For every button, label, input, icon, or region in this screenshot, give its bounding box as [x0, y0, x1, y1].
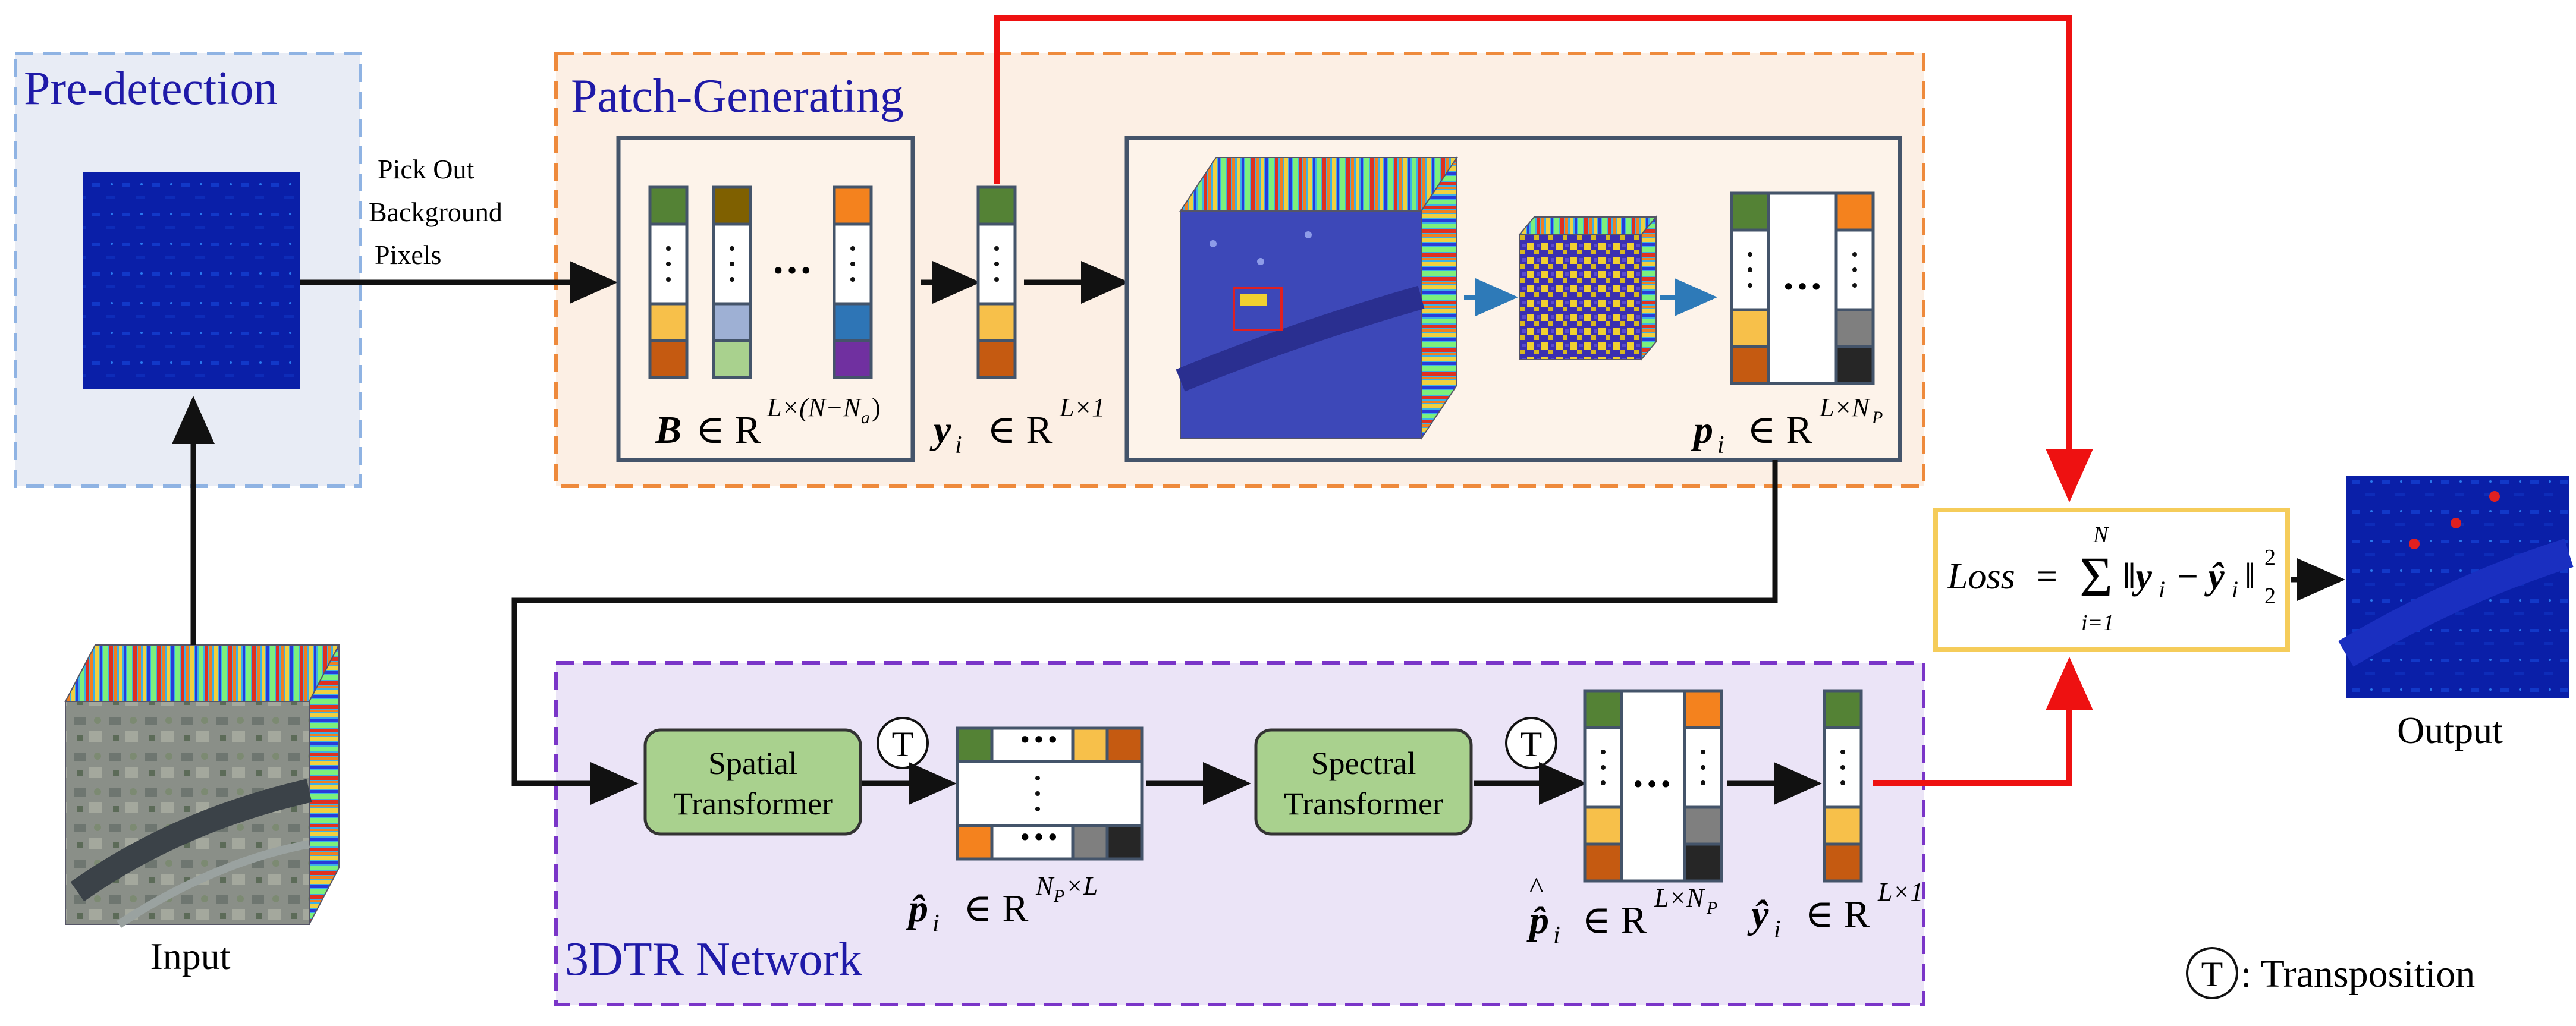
phat-sup-end: ×L [1066, 871, 1098, 901]
b-vector-1 [648, 185, 689, 379]
predetection-section: Pre-detection [14, 52, 362, 488]
phathat-sup: L×N [1654, 883, 1705, 912]
p-sup-sub: P [1871, 408, 1883, 427]
hyperspectral-cube [1176, 155, 1458, 441]
arrow-label-line-2: Background [369, 197, 502, 227]
arrow-label-line-1: Pick Out [378, 154, 475, 184]
output-image [2338, 476, 2574, 698]
loss-norm-sub: 2 [2264, 584, 2276, 609]
loss-box [1933, 508, 2290, 652]
predetection-map-image [83, 172, 300, 389]
phathat-rel: ∈ R [1582, 899, 1647, 942]
network-title: 3DTR Network [565, 933, 862, 986]
p-base: p [1691, 408, 1713, 452]
b-rel: ∈ R [696, 408, 761, 452]
y-sub: i [955, 432, 962, 459]
p-dots: ··· [1782, 264, 1823, 310]
legend-text: : Transposition [2241, 952, 2475, 996]
phat-sup-sub: P [1053, 886, 1064, 906]
transpose-symbol-2: T [1505, 717, 1557, 769]
yhat-base: ŷ [1747, 893, 1769, 936]
patch-cube [1518, 215, 1658, 361]
transpose-symbol-1: T [877, 717, 929, 769]
phathat-extra-hat: ^ [1529, 871, 1543, 904]
loss-eq: = [2037, 556, 2057, 597]
phat-dots-bottom: ··· [1018, 814, 1060, 860]
loss-norm-end: ‖ [2245, 556, 2255, 597]
y-math-label: y i ∈ R L×1 [929, 393, 1105, 459]
legend-symbol: T [2201, 955, 2223, 994]
phathat-sub: i [1553, 922, 1560, 949]
loss-body: ‖y [2123, 556, 2152, 597]
phat-math-label: p̂ i ∈ R N P ×L [906, 871, 1098, 937]
b-vector-2 [712, 185, 752, 379]
loss-formula: Loss = Σ N i=1 ‖y i − ŷ i ‖ 2 2 [1947, 523, 2276, 635]
target-patch-highlight [1233, 287, 1283, 331]
spectral-transformer-line-1: Spectral [1311, 745, 1416, 781]
yhat-rel: ∈ R [1805, 893, 1870, 936]
loss-lhs: Loss [1947, 556, 2015, 597]
yhat-vector-glyph [1823, 689, 1863, 883]
spatial-transformer-line-2: Transformer [673, 786, 833, 822]
yhat-sub: i [1774, 916, 1781, 943]
spectral-transformer-line-2: Transformer [1284, 786, 1443, 822]
b-base: B [655, 408, 681, 452]
phathat-math-label: p̂ ^ i ∈ R L×N P [1526, 871, 1717, 949]
phathat-col-1 [1583, 689, 1623, 883]
phathat-base: p̂ [1526, 899, 1549, 942]
y-sup: L×1 [1059, 393, 1105, 422]
arrow-label-line-3: Pixels [375, 240, 441, 270]
patch-generating-title: Patch-Generating [571, 70, 904, 122]
phat-matrix-glyph: ··· ··· [956, 717, 1144, 861]
loss-sub2: i [2232, 576, 2238, 603]
p-sup: L×N [1819, 393, 1871, 422]
loss-sum-top: N [2093, 523, 2110, 547]
loss-exp: 2 [2264, 545, 2276, 570]
phat-sub: i [932, 910, 940, 937]
y-vector-glyph [976, 185, 1017, 379]
b-math-label: B ∈ R L×(N−N a ) [655, 393, 881, 452]
input-label: Input [150, 935, 230, 977]
red-arrow-yhat-to-loss [1873, 657, 2093, 786]
spectral-transformer: Spectral Transformer [1254, 728, 1473, 836]
p-col-2 [1834, 191, 1875, 385]
p-math-label: p i ∈ R L×N P [1691, 393, 1883, 459]
p-col-1 [1730, 191, 1770, 385]
b-sup: L×(N−N [766, 393, 862, 422]
transpose-letter-1: T [892, 725, 914, 764]
p-matrix-glyph: ··· [1730, 191, 1875, 385]
y-base: y [929, 408, 951, 452]
phat-base: p̂ [906, 887, 928, 930]
p-rel: ∈ R [1747, 408, 1812, 452]
arrow-patch-to-network [511, 460, 1778, 805]
phathat-dots: ··· [1631, 761, 1673, 807]
loss-sub: i [2159, 576, 2165, 603]
yhat-sup: L×1 [1877, 877, 1923, 907]
phathat-matrix-glyph: ··· [1583, 689, 1723, 883]
b-sup-end: ) [872, 393, 881, 422]
p-sub: i [1717, 432, 1724, 459]
loss-sigma: Σ [2079, 545, 2113, 609]
predetection-title: Pre-detection [24, 62, 277, 115]
phathat-sup-sub: P [1706, 898, 1717, 918]
b-sup-sub: a [861, 408, 870, 427]
spatial-transformer-line-1: Spatial [708, 745, 797, 781]
phat-sup: N [1035, 871, 1055, 901]
phathat-col-2 [1683, 689, 1723, 883]
b-vector-3 [833, 185, 873, 379]
loss-sum-bottom: i=1 [2081, 610, 2114, 635]
y-rel: ∈ R [987, 408, 1052, 452]
phat-dots-top: ··· [1018, 717, 1060, 763]
output-label: Output [2397, 709, 2503, 751]
input-cube [64, 644, 340, 928]
transposition-legend: T : Transposition [2186, 947, 2475, 999]
yhat-math-label: ŷ i ∈ R L×1 [1747, 877, 1923, 943]
b-dots: ··· [771, 248, 813, 294]
spatial-transformer: Spatial Transformer [643, 728, 862, 836]
transpose-letter-2: T [1521, 725, 1543, 764]
red-arrow-y-to-loss [994, 15, 2093, 502]
phat-rel: ∈ R [963, 887, 1028, 930]
loss-minus: − ŷ [2176, 556, 2225, 597]
